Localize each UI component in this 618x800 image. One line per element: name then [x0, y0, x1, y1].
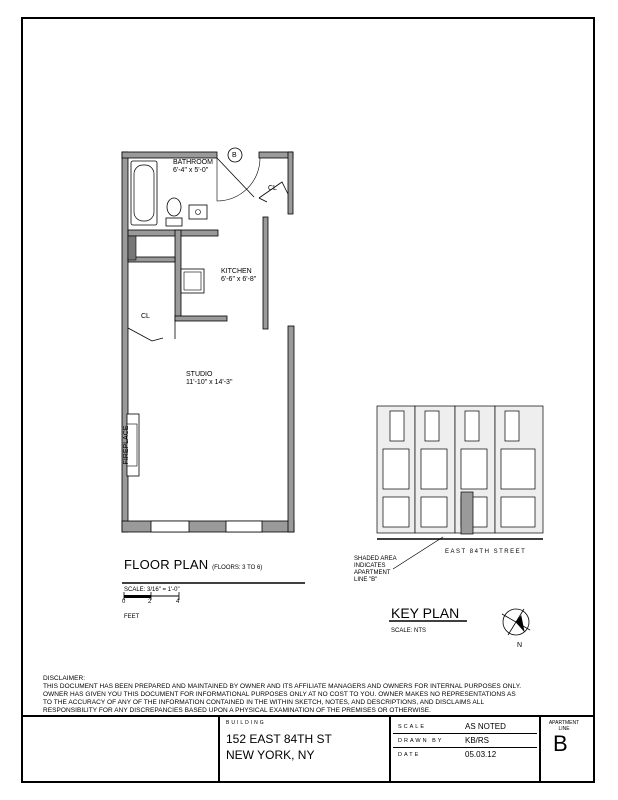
wall-top-bath: [121, 151, 218, 159]
key-plan-title: KEY PLAN: [391, 605, 460, 621]
apartment-line-value: B: [553, 731, 568, 756]
floor-plan-title: FLOOR PLAN (FLOORS: 3 TO 6): [124, 557, 263, 572]
drawing-sheet: BATHROOM 6'-4" x 5'-0" B CL KITCHEN 6'-6…: [21, 17, 595, 783]
floor-plan-scale-note: SCALE: 3/16" = 1'-0": [124, 587, 180, 593]
floor-plan-drawing: [121, 147, 544, 636]
date-value: 05.03.12: [465, 750, 497, 759]
drawn-by-label: DRAWN BY: [398, 738, 444, 744]
closet-top-label: CL: [268, 185, 277, 192]
key-plan-street: EAST 84TH STREET: [445, 549, 527, 555]
scale-label: SCALE: [398, 724, 427, 730]
key-plan-scale: SCALE: NTS: [391, 628, 427, 634]
wall-kitchen-bottom: [174, 315, 228, 322]
disclaimer: DISCLAIMER: THIS DOCUMENT HAS BEEN PREPA…: [43, 675, 522, 714]
wall-kitchen-left: [174, 229, 182, 321]
wall-right-closet: [287, 151, 294, 215]
bath-sink: [188, 204, 208, 220]
closet-left-label: CL: [141, 313, 150, 320]
fireplace-label: FIREPLACE: [123, 425, 130, 465]
studio-label: STUDIO 11'-10" x 14'-3": [186, 371, 233, 386]
bathtub: [130, 160, 158, 226]
scale-bar-unit: FEET: [124, 614, 140, 620]
apartment-line-label: APARTMENT LINE: [548, 720, 580, 732]
wall-right-kitchen: [262, 216, 269, 330]
unit-marker: B: [232, 152, 237, 159]
unit-marker-circle: [227, 147, 243, 163]
building-address: 152 EAST 84TH ST NEW YORK, NY: [226, 732, 332, 762]
building-label: BUILDING: [226, 720, 266, 726]
key-plan-drawing: [376, 405, 544, 540]
wall-bath-bottom: [127, 229, 219, 237]
wall-right-studio: [287, 325, 295, 533]
north-arrow-icon: [501, 608, 531, 636]
kitchen-label: KITCHEN 6'-6" x 6'-8": [221, 268, 257, 283]
drawn-by-value: KB/RS: [465, 736, 490, 745]
toilet: [166, 197, 182, 217]
kitchen-sink: [180, 268, 205, 294]
scale-value: AS NOTED: [465, 722, 506, 731]
north-label: N: [517, 642, 523, 649]
wall-bottom: [121, 520, 295, 533]
key-plan-shaded-note: SHADED AREA INDICATES APARTMENT LINE "B": [354, 556, 397, 583]
bathroom-label: BATHROOM 6'-4" x 5'-0": [173, 159, 213, 174]
key-plan-shaded-area: [460, 491, 474, 535]
title-block: BUILDING 152 EAST 84TH ST NEW YORK, NY S…: [23, 715, 593, 781]
date-label: DATE: [398, 752, 421, 758]
